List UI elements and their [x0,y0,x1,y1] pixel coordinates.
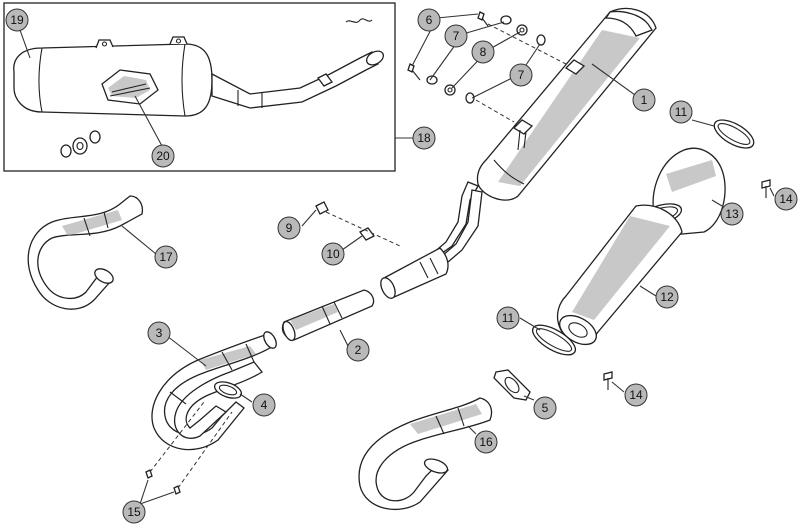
callout-14a: 14 [774,187,798,211]
svg-text:10: 10 [326,247,340,261]
leader-6 [436,13,479,19]
svg-text:15: 15 [127,505,141,519]
clamp-part-11-upper [713,119,755,149]
callout-1: 1 [632,88,656,112]
svg-text:11: 11 [675,105,688,119]
leader-20 [134,95,163,147]
leader-17 [121,225,157,255]
svg-text:20: 20 [156,149,170,163]
svg-text:9: 9 [286,221,293,235]
svg-text:19: 19 [10,13,24,27]
callout-11a: 11 [669,100,693,124]
svg-text:3: 3 [156,326,163,340]
leader-1 [591,63,643,101]
callout-13: 13 [720,202,744,226]
svg-text:14: 14 [779,192,793,206]
silencer-part-1 [380,7,657,299]
svg-text:11: 11 [502,311,515,325]
svg-text:18: 18 [417,131,431,145]
leader-11a [691,119,715,127]
header-pipe-part-17 [27,195,144,310]
screw-part-14-upper [761,179,771,198]
leader-15a [139,479,149,505]
callout-10: 10 [321,242,345,266]
leader-11b [519,317,541,331]
svg-text:14: 14 [629,388,643,402]
callout-6: 6 [417,8,441,32]
callout-14b: 14 [624,383,648,407]
header-pipe-part-3 [151,331,277,451]
callout-9: 9 [277,216,301,240]
callout-15: 15 [122,500,146,524]
callout-3: 3 [147,321,171,345]
header-pipe-part-16 [358,397,493,510]
svg-text:7: 7 [453,29,460,43]
leader-14a [769,187,775,197]
callout-2: 2 [346,338,370,362]
hardware-bolts-washers [407,11,567,123]
callout-18: 18 [412,126,436,150]
link-pipe-part-2 [281,289,375,342]
callout-8: 8 [471,40,495,64]
svg-text:2: 2 [355,343,362,357]
leader-9 [301,209,317,227]
springs-part-15 [145,401,233,495]
svg-text:8: 8 [480,45,487,59]
svg-text:6: 6 [426,13,433,27]
callout-20: 20 [151,144,175,168]
leader-7a [462,21,505,35]
callout-11b: 11 [496,306,520,330]
leader-3 [166,335,207,367]
clamp-part-11-lower [531,324,577,356]
svg-text:7: 7 [518,68,525,82]
leader-12 [639,285,657,297]
svg-text:5: 5 [542,401,549,415]
callout-7a: 7 [444,24,468,48]
gasket-part-5 [493,369,531,401]
kit-inset-box [3,2,396,172]
svg-text:1: 1 [641,93,648,107]
leader-19 [19,29,31,59]
svg-text:13: 13 [725,207,739,221]
callout-16: 16 [474,430,498,454]
leader-5 [523,395,535,401]
screw-part-14-lower [603,371,613,390]
leader-4 [239,393,253,403]
callout-17: 17 [154,245,178,269]
heat-shield-part-12 [556,204,683,346]
leader-10 [341,235,363,251]
callout-4: 4 [252,393,276,417]
leader-16 [467,425,477,435]
svg-text:17: 17 [159,250,173,264]
leader-15b [139,491,175,505]
svg-text:4: 4 [261,398,268,412]
svg-text:16: 16 [479,435,493,449]
clamp-hardware [315,201,401,247]
callout-19: 19 [5,8,29,32]
svg-text:12: 12 [660,290,674,304]
kit-silencer-assembly [13,18,385,158]
callout-7b: 7 [509,63,533,87]
leader-13 [711,199,723,207]
callout-12: 12 [655,285,679,309]
leader-14b [611,381,625,393]
callout-5: 5 [533,396,557,420]
